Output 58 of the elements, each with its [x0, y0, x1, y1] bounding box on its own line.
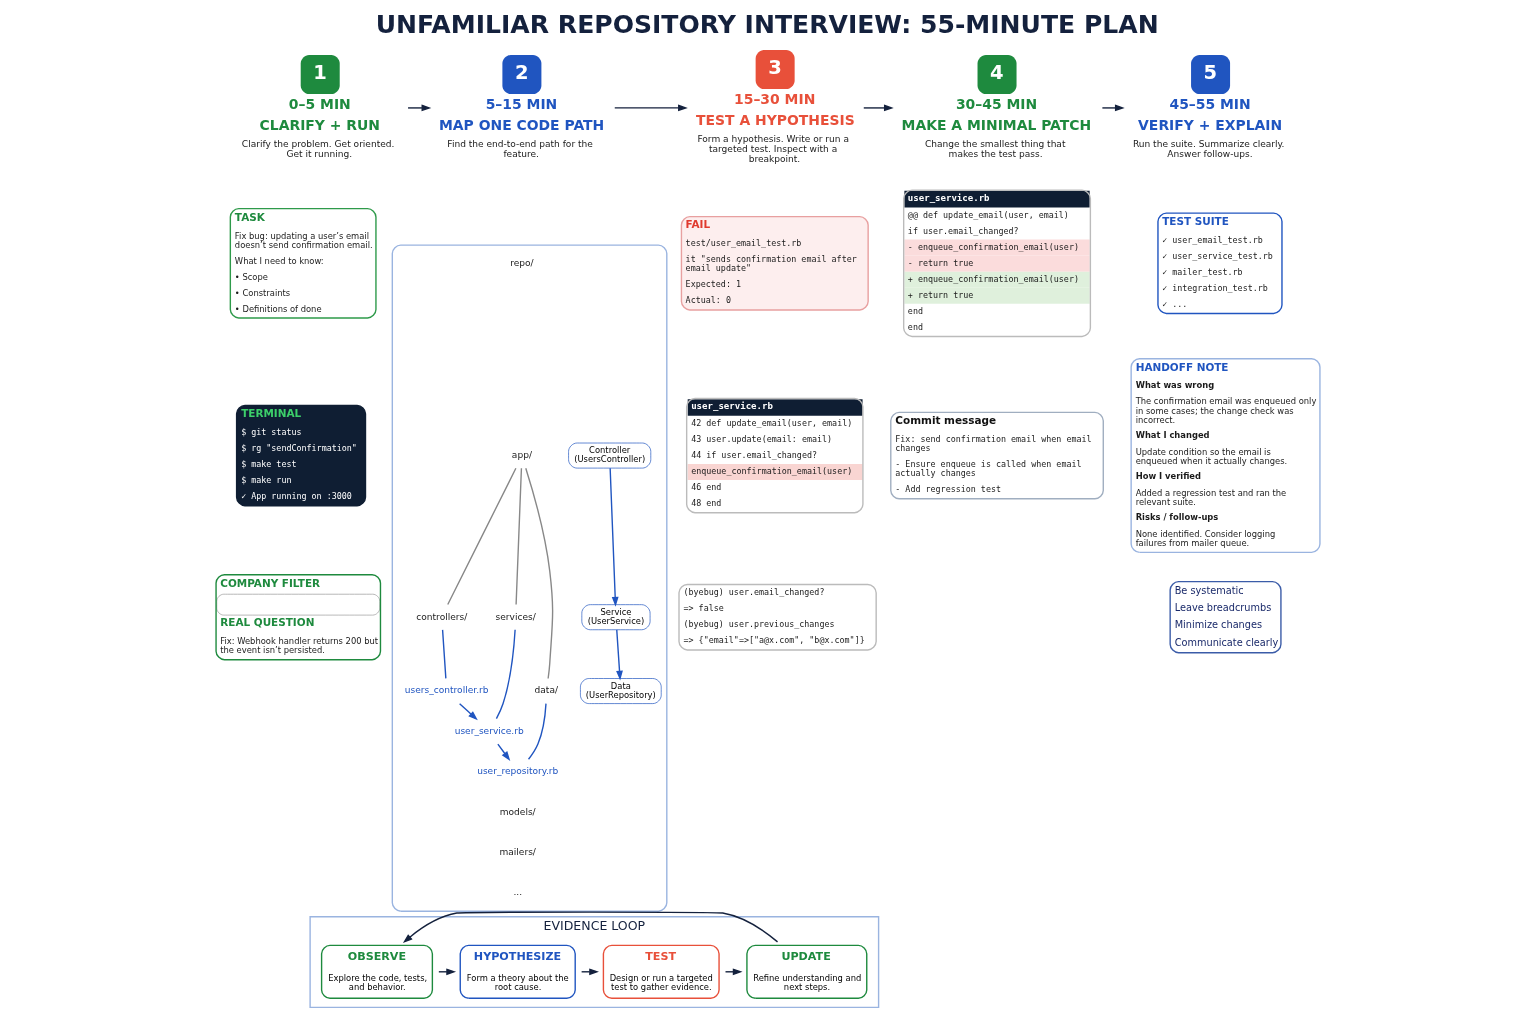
node-label: CLARIFY + RUN [259, 116, 380, 133]
node-label: MAP ONE CODE PATH [438, 116, 605, 133]
arrow [402, 911, 779, 944]
cluster [391, 244, 668, 912]
node-box: 5 [1191, 55, 1231, 94]
arrow [407, 104, 432, 112]
node-label: VERIFY + EXPLAIN [1138, 116, 1283, 133]
node-text: models/ [499, 806, 536, 817]
node-label: Form a hypothesis. Write or run a targeted test. Inspect with a breakpoint. [697, 134, 849, 164]
node-label: 5–15 MIN [485, 95, 558, 112]
connector [527, 702, 547, 760]
node-label: MAKE A MINIMAL PATCH [901, 116, 1092, 133]
connector [525, 467, 554, 680]
node-text: repo/ [510, 257, 534, 268]
node-box: 4 [977, 55, 1017, 94]
node-text: mailers/ [499, 847, 536, 858]
node-box: Controller (UsersController) [568, 442, 652, 469]
arrow [616, 629, 623, 681]
connector [447, 467, 517, 606]
arrow [580, 968, 599, 976]
node-text: controllers/ [416, 611, 468, 622]
diagram-title: UNFAMILIAR REPOSITORY INTERVIEW: 55-MINUTE PLAN [375, 10, 1159, 40]
node-text: user_service.rb [454, 725, 524, 736]
node-box: TEST Design or run a targeted test to gather evidence. [602, 944, 720, 999]
node-label: Change the smallest thing that makes the test pass. [924, 139, 1066, 159]
node-text: data/ [534, 685, 558, 696]
node-label: Clarify the problem. Get oriented. Get it running. [241, 139, 395, 159]
node-box: Data (UserRepository) [580, 678, 662, 704]
arrow [724, 968, 743, 976]
node-label: 0–5 MIN [288, 95, 351, 112]
connector [441, 629, 447, 680]
arrow [1101, 104, 1125, 112]
connector [495, 629, 516, 720]
connector [515, 467, 523, 606]
node-text: user_repository.rb [477, 766, 559, 777]
node-box: OBSERVE Explore the code, tests, and behavior. [320, 944, 434, 999]
node-text: services/ [495, 611, 536, 622]
node-box: Service (UserService) [581, 604, 651, 631]
node-box: 3 [755, 50, 795, 90]
node-box: 1 [300, 55, 340, 94]
node-box: 2 [502, 55, 542, 94]
node-text: app/ [511, 449, 532, 460]
node-label: Find the end-to-end path for the feature. [447, 139, 593, 159]
node-label: Run the suite. Summarize clearly. Answer follow-ups. [1132, 139, 1285, 159]
arrow [863, 104, 894, 112]
arrow [438, 968, 457, 976]
node-label: TEST A HYPOTHESIS [696, 111, 855, 128]
node-box: UPDATE Refine understanding and next steps. [746, 944, 868, 999]
node-label: 15–30 MIN [734, 90, 816, 107]
arrow [614, 104, 688, 112]
arrow [458, 702, 478, 721]
node-text: users_controller.rb [404, 685, 489, 696]
node-label: 30–45 MIN [955, 95, 1038, 112]
arrow [609, 467, 619, 607]
arrow [497, 743, 511, 761]
node-box: HYPOTHESIZE Form a theory about the root cause. [459, 944, 576, 999]
node-text: ... [513, 887, 523, 898]
node-label: 45–55 MIN [1169, 95, 1251, 112]
